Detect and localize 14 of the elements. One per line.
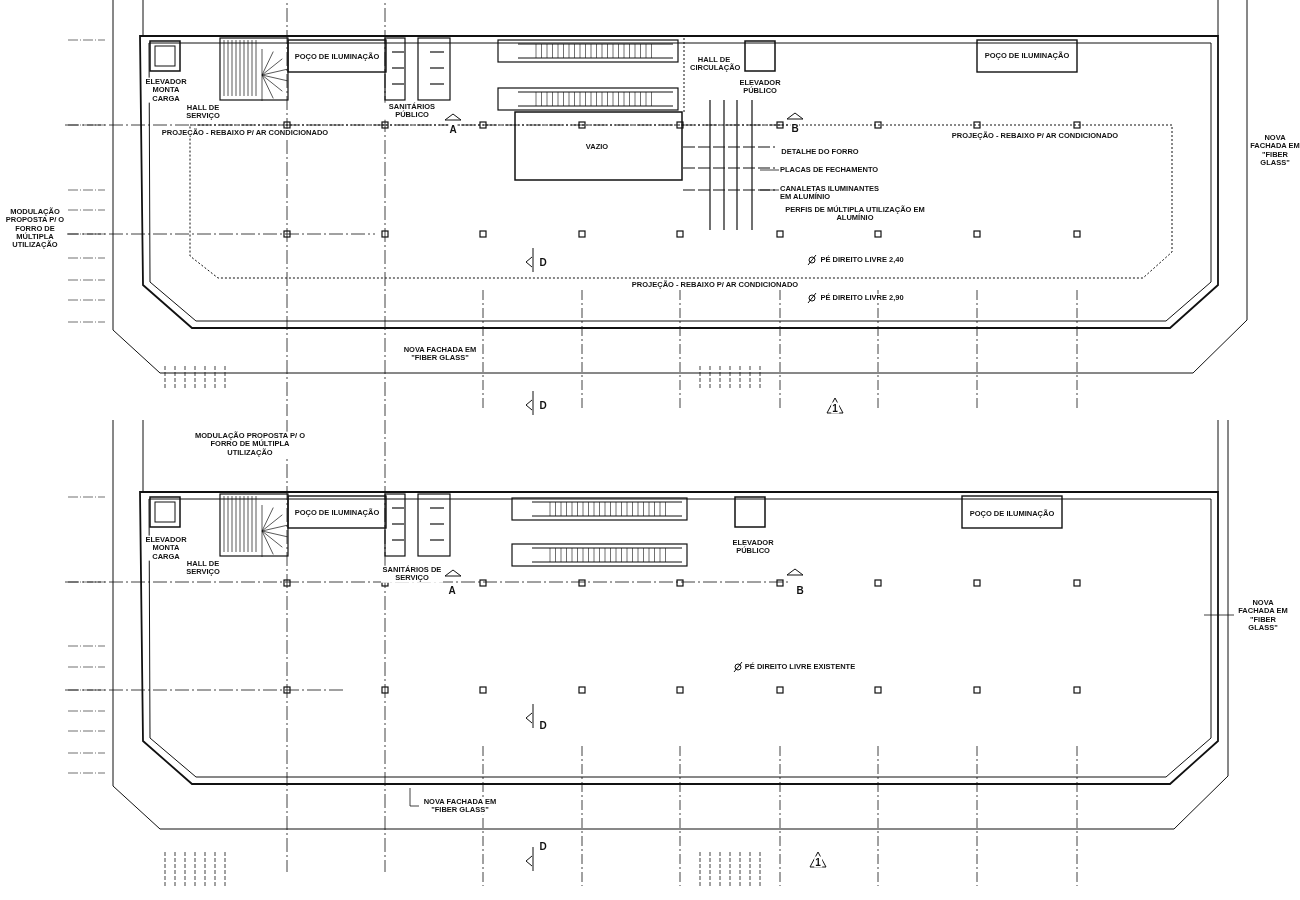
leader-line (409, 787, 420, 807)
leader-line (759, 189, 780, 191)
section-mark: D (538, 719, 548, 731)
section-mark: A (447, 584, 457, 596)
section-mark: B (795, 584, 805, 596)
section-mark: D (538, 256, 548, 268)
leader-line (1203, 614, 1235, 616)
section-mark: D (538, 399, 548, 411)
section-mark: 1 (814, 856, 822, 868)
section-mark: D (538, 840, 548, 852)
section-mark: B (790, 122, 800, 134)
leader-line (759, 169, 780, 171)
section-mark: 1 (831, 402, 839, 414)
section-mark: A (448, 123, 458, 135)
